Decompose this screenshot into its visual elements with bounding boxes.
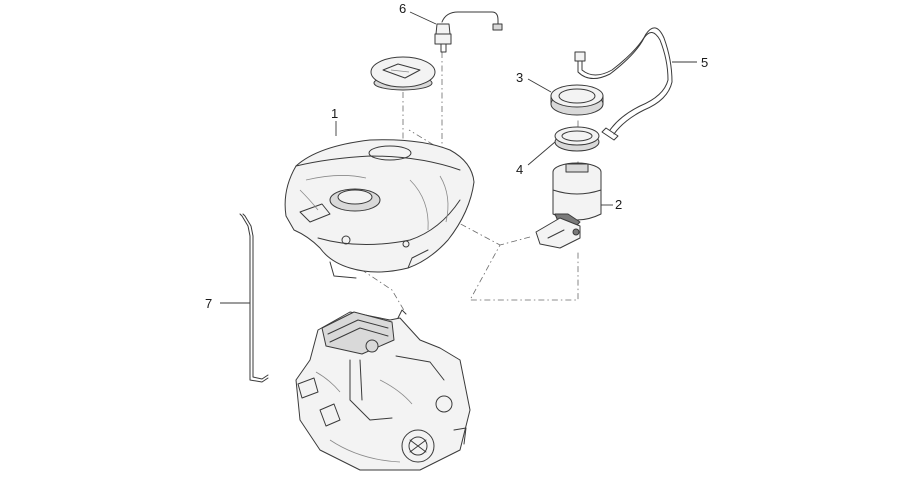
tank-cap: [370, 56, 436, 91]
callout-labels: 1 2 3 4 5 6 7: [205, 1, 708, 311]
callout-2: 2: [615, 197, 622, 212]
fuel-hose: [574, 27, 673, 141]
seal-ring: [554, 126, 600, 152]
callout-4: 4: [516, 162, 523, 177]
leader-lines: [220, 11, 697, 304]
rod: [239, 213, 269, 383]
callout-1: 1: [331, 106, 338, 121]
fuel-sensor: [434, 11, 503, 53]
ring-nut: [550, 84, 604, 116]
callout-6: 6: [399, 1, 406, 16]
callout-5: 5: [701, 55, 708, 70]
fuel-tank: [284, 139, 475, 279]
callout-7: 7: [205, 296, 212, 311]
engine: [295, 309, 471, 471]
callout-3: 3: [516, 70, 523, 85]
fuel-pump: [535, 162, 602, 249]
